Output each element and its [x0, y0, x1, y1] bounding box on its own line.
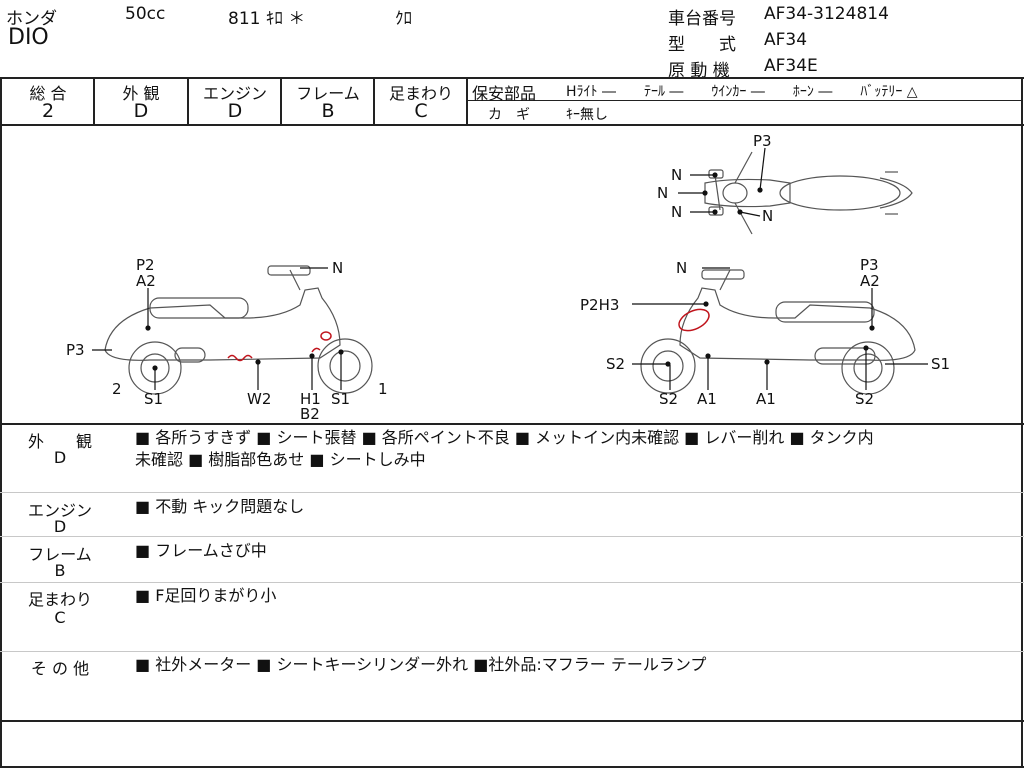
divider — [0, 77, 2, 768]
key-value: ｷｰ無し — [566, 107, 608, 123]
grade-label: エンジン — [202, 84, 267, 103]
model-label: 型 式 — [668, 35, 736, 55]
grade-label: 総 合 — [29, 84, 67, 103]
label-right-a1b: A1 — [756, 390, 776, 408]
divider — [0, 766, 1024, 768]
damage-diagram: P3 N N N N P2 A2 N P3 2 S1 W2 H1 B2 S1 1… — [66, 132, 950, 422]
divider — [0, 492, 1024, 493]
color: ｸﾛ — [395, 9, 412, 29]
label-top-n2: N — [657, 184, 668, 202]
displacement: 50cc — [125, 4, 166, 24]
divider — [0, 720, 1024, 722]
divider — [0, 423, 1024, 425]
label-top-n3: N — [671, 203, 682, 221]
grade-value: D — [227, 100, 243, 122]
mileage: 811 ｷﾛ ＊ — [228, 9, 306, 29]
grade-label: フレーム — [296, 84, 360, 103]
label-left-h1: H1 — [300, 390, 321, 408]
section-label: フレーム — [28, 545, 92, 564]
label-right-p3: P3 — [860, 256, 879, 274]
section-label: 外 観 — [27, 432, 92, 451]
grade-label: 外 観 — [122, 84, 160, 103]
label-left-1: 1 — [378, 380, 388, 398]
grade-value: D — [133, 100, 149, 122]
section-grade: D — [53, 448, 67, 467]
divider — [93, 77, 95, 125]
label-right-s2a: S2 — [606, 355, 625, 373]
label-left-w2: W2 — [247, 390, 271, 408]
divider — [0, 651, 1024, 652]
section-label: エンジン — [27, 501, 92, 520]
grade-label: 足まわり — [388, 84, 453, 103]
section-text: ■ F足回りまがり小 — [135, 586, 277, 605]
label-right-s1: S1 — [931, 355, 950, 373]
scooter-top-view — [704, 151, 913, 235]
label-left-a2: A2 — [136, 272, 156, 290]
grade-value: 2 — [41, 100, 55, 122]
divider — [0, 582, 1024, 583]
divider — [373, 77, 375, 125]
scooter-left-side — [104, 265, 373, 395]
label-right-p2h3: P2H3 — [580, 296, 619, 314]
label-right-n: N — [676, 259, 687, 277]
label-right-s2b: S2 — [659, 390, 678, 408]
label-top-n1: N — [671, 166, 682, 184]
label-right-a1a: A1 — [697, 390, 717, 408]
section-grade: D — [53, 517, 67, 536]
key-label: カ ギ — [488, 107, 530, 123]
safety-title: 保安部品 — [472, 84, 537, 103]
section-text: ■ 社外メーター ■ シートキーシリンダー外れ ■社外品:マフラー テールランプ — [135, 655, 707, 674]
section-grade: C — [54, 608, 66, 627]
label-left-b2: B2 — [300, 405, 320, 422]
divider — [466, 100, 1022, 101]
engine-code: AF34E — [764, 56, 818, 76]
label-left-s1b: S1 — [331, 390, 350, 408]
maker: ホンダ — [6, 9, 57, 29]
section-text: ■ フレームさび中 — [135, 541, 267, 560]
label-left-s1a: S1 — [144, 390, 163, 408]
scooter-right-side — [640, 269, 916, 395]
model-code: AF34 — [764, 30, 808, 50]
section-text-cont: 未確認 ■ 樹脂部色あせ ■ シートしみ中 — [135, 450, 426, 469]
grade-value: B — [321, 100, 335, 122]
divider — [187, 77, 189, 125]
section-grade: B — [54, 561, 66, 580]
label-left-p2: P2 — [136, 256, 155, 274]
divider — [280, 77, 282, 125]
section-label: そ の 他 — [30, 659, 90, 678]
safety-items: Hﾗｲﾄ ― ﾃｰﾙ ― ｳｲﾝｶｰ ― ﾎｰﾝ ― ﾊﾞｯﾃﾘｰ △ — [566, 84, 918, 100]
label-right-a2: A2 — [860, 272, 880, 290]
label-top-n4: N — [762, 207, 773, 225]
divider — [0, 124, 1024, 126]
label-left-n: N — [332, 259, 343, 277]
label-top-p3: P3 — [753, 132, 772, 150]
frame-no-label: 車台番号 — [668, 9, 736, 29]
divider — [466, 77, 468, 125]
section-label: 足まわり — [27, 590, 92, 609]
divider — [1021, 77, 1023, 768]
divider — [0, 536, 1024, 537]
label-left-2: 2 — [112, 380, 122, 398]
label-right-s2c: S2 — [855, 390, 874, 408]
divider — [0, 77, 1024, 79]
label-left-p3: P3 — [66, 341, 85, 359]
engine-label: 原 動 機 — [668, 61, 730, 81]
frame-no: AF34-3124814 — [764, 4, 889, 24]
section-text: ■ 各所うすきず ■ シート張替 ■ 各所ペイント不良 ■ メットイン内未確認 … — [135, 428, 874, 447]
damage-marks — [227, 308, 710, 362]
model-name: DIO — [8, 25, 49, 50]
section-text: ■ 不動 キック問題なし — [135, 497, 305, 516]
grade-value: C — [414, 100, 428, 122]
